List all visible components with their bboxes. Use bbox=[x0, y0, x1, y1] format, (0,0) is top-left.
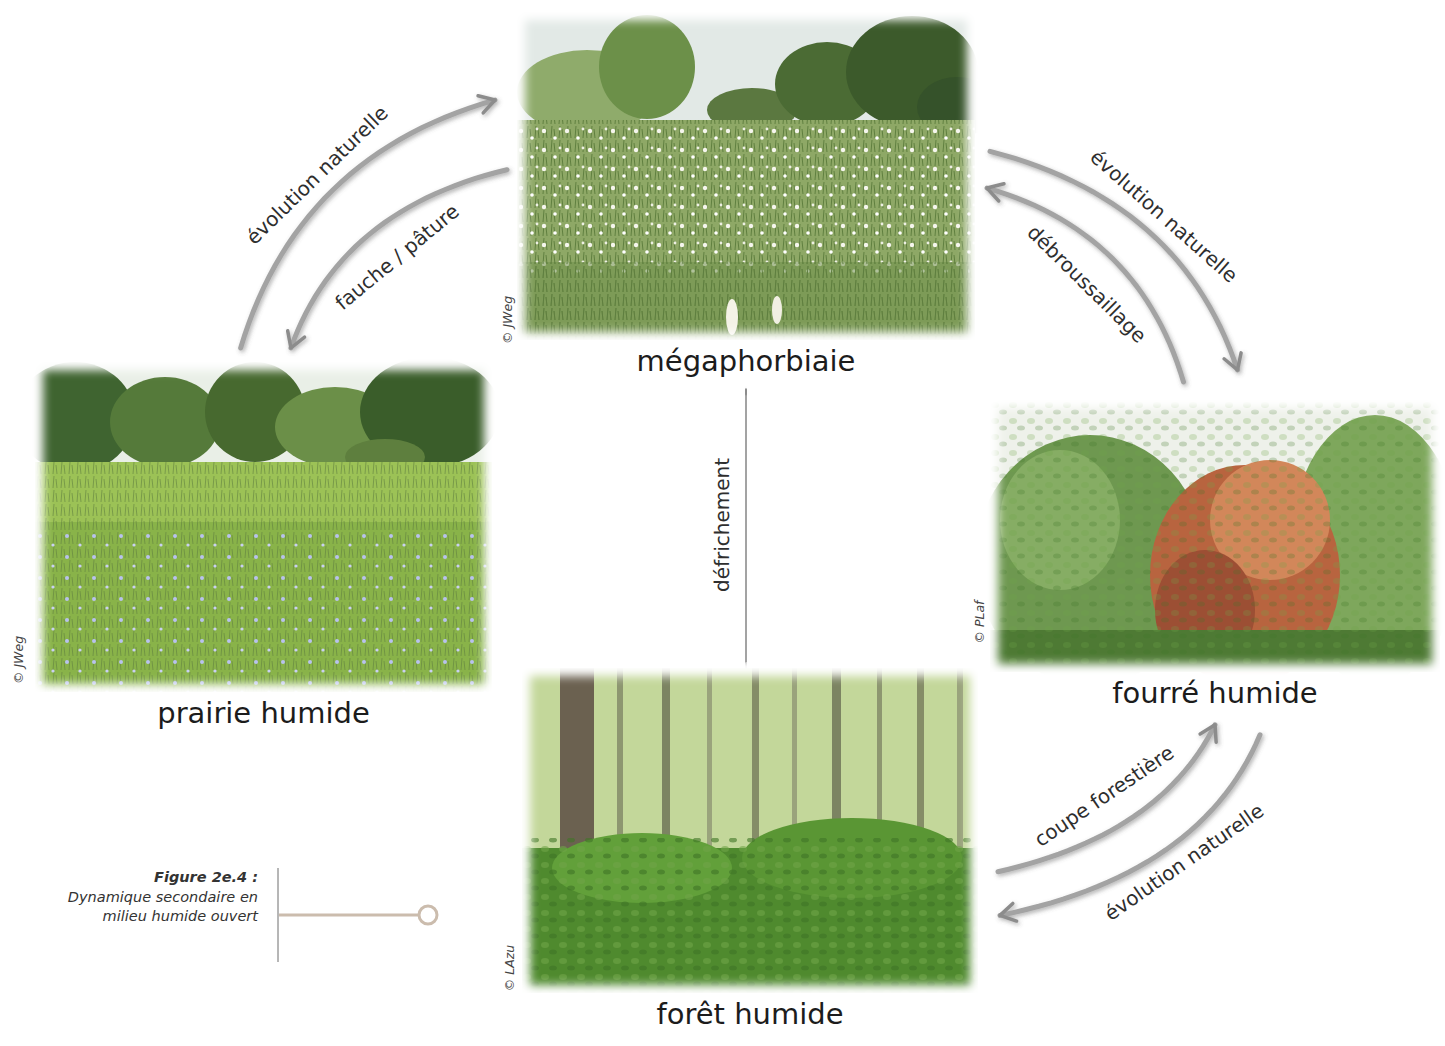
leaves bbox=[522, 838, 978, 993]
figure-caption: Figure 2e.4 : bbox=[53, 868, 258, 887]
habitat-node: forêt humide bbox=[522, 668, 978, 1032]
photo-credit: © JWeg bbox=[11, 636, 26, 684]
habitat-node: fourré humide bbox=[990, 400, 1440, 711]
canopy bbox=[522, 668, 978, 993]
grass bbox=[517, 120, 975, 340]
habitat-name: mégaphorbiaie bbox=[517, 344, 975, 379]
caption-leader bbox=[279, 914, 419, 917]
caption-description: Dynamique secondaire en milieu humide ou… bbox=[53, 888, 258, 926]
transition-label: débroussaillage bbox=[1022, 220, 1151, 348]
habitat-name: forêt humide bbox=[522, 997, 978, 1032]
tree bbox=[110, 377, 220, 467]
caption-rule bbox=[278, 868, 279, 962]
tree bbox=[599, 15, 695, 119]
succession-arrow bbox=[743, 391, 749, 660]
megaphorbiaie-photo bbox=[517, 12, 997, 340]
connectors bbox=[241, 100, 1260, 915]
succession-arrow bbox=[291, 170, 507, 348]
habitat-name: fourré humide bbox=[990, 676, 1440, 711]
habitat-name: prairie humide bbox=[35, 696, 492, 731]
habitat-node: mégaphorbiaie bbox=[517, 12, 975, 379]
transition-label: défrichement bbox=[710, 458, 734, 592]
meadow bbox=[517, 120, 975, 340]
flower-spike bbox=[772, 296, 782, 324]
sky bbox=[990, 400, 1440, 672]
grass bbox=[517, 262, 975, 340]
flower-spike bbox=[726, 299, 738, 335]
photo-credit: © JWeg bbox=[500, 296, 515, 344]
transition-label: coupe forestière bbox=[1030, 741, 1178, 852]
habitat-node: prairie humide bbox=[35, 362, 492, 731]
prairie-photo bbox=[15, 357, 500, 692]
transition-label: évolution naturelle bbox=[1100, 799, 1268, 926]
field bbox=[35, 522, 492, 692]
leaves bbox=[990, 400, 1440, 672]
foreground bbox=[517, 262, 975, 340]
grass bbox=[35, 462, 492, 692]
photo-credit: © PLaf bbox=[972, 600, 987, 643]
flowers bbox=[35, 532, 492, 692]
flowers bbox=[517, 127, 975, 277]
succession-arrow bbox=[241, 100, 495, 348]
transition-label: évolution naturelle bbox=[1086, 145, 1243, 288]
photo-credit: © LAzu bbox=[502, 945, 517, 991]
field bbox=[35, 462, 492, 692]
transition-label: fauche / pâture bbox=[330, 199, 463, 315]
caption-dot bbox=[419, 906, 437, 924]
transition-label: évolution naturelle bbox=[241, 100, 393, 249]
foret-photo bbox=[522, 668, 978, 993]
fourre-photo bbox=[975, 400, 1445, 685]
